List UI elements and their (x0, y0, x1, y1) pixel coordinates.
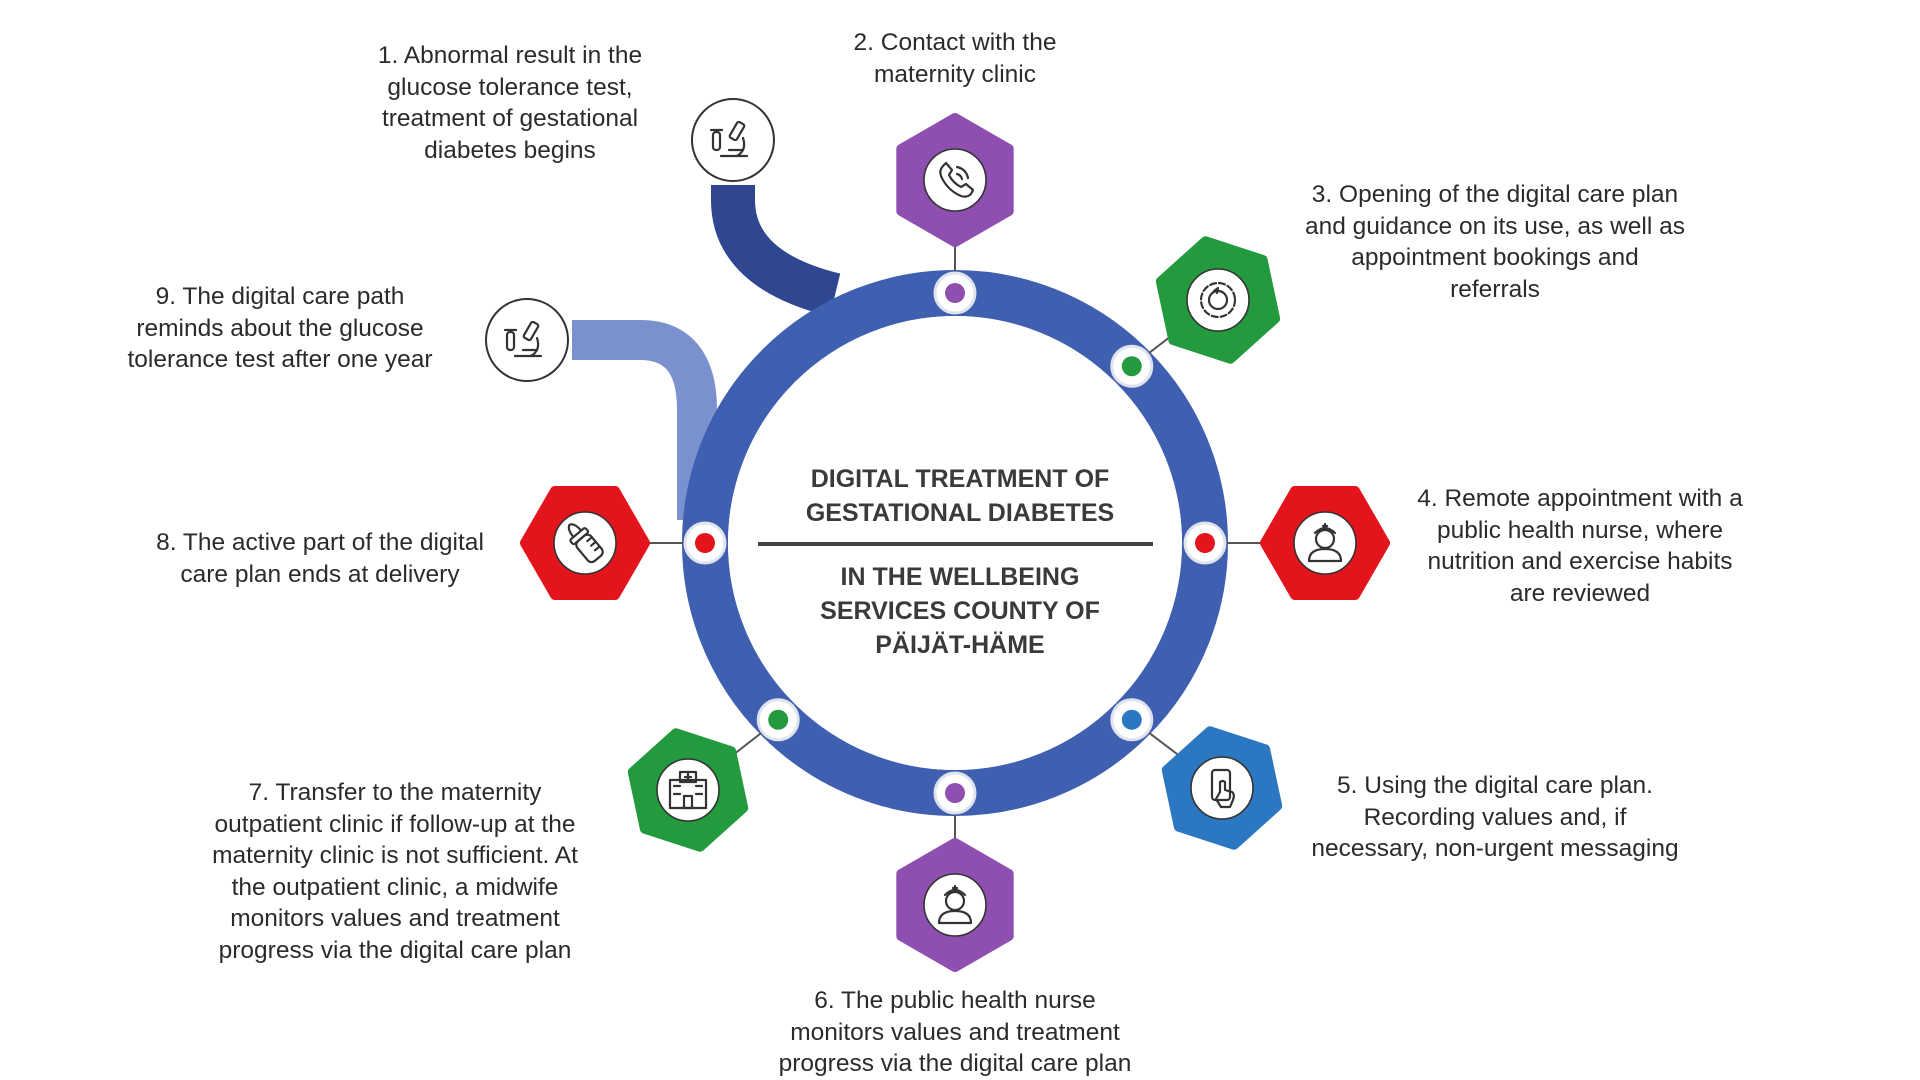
center-subtitle-line: IN THE WELLBEING (840, 563, 1080, 591)
badge-icon-circle-step-3 (1186, 268, 1250, 332)
step-1-line: treatment of gestational (381, 105, 639, 132)
step-1-label: 1. Abnormal result in the glucose tolera… (340, 40, 680, 166)
step-5-line: necessary, non-urgent messaging (1311, 835, 1679, 862)
ring-node-dot-step-8 (695, 533, 715, 553)
ring-node-dot-step-5 (1121, 709, 1142, 730)
step-7-line: maternity clinic is not sufficient. At (212, 842, 578, 869)
nurse-icon (1307, 522, 1343, 563)
entry-arc (711, 185, 841, 317)
step-2-line: 2. Contact with the (853, 29, 1057, 56)
center-subtitle: IN THE WELLBEING SERVICES COUNTY OF PÄIJ… (700, 560, 1220, 662)
step-8-line: 8. The active part of the digital (156, 529, 484, 556)
badge-icon-circle-step-2 (923, 148, 987, 212)
center-title-line: DIGITAL TREATMENT OF (810, 465, 1110, 493)
phone-icon (939, 161, 975, 198)
step-7-line: the outpatient clinic, a midwife (231, 873, 559, 901)
step-5-line: 5. Using the digital care plan. (1337, 772, 1653, 799)
step-1-line: 1. Abnormal result in the (377, 42, 643, 69)
step-6-label: 6. The public health nurse monitors valu… (755, 985, 1155, 1080)
center-subtitle-line: SERVICES COUNTY OF (820, 597, 1100, 625)
step-7-line: outpatient clinic if follow-up at the (214, 810, 576, 838)
badge-icon-circle-step-7 (656, 758, 720, 822)
step-1-line: glucose tolerance test, (387, 73, 633, 101)
step-7-label: 7. Transfer to the maternity outpatient … (190, 777, 600, 966)
nurse-icon (937, 884, 973, 925)
badge-icon-circle-step-5 (1190, 756, 1254, 820)
step-7-line: monitors values and treatment (230, 905, 560, 932)
step-5-line: Recording values and, if (1363, 803, 1627, 831)
ring-node-dot-step-7 (768, 709, 789, 730)
step-3-line: 3. Opening of the digital care plan (1311, 181, 1679, 208)
step-3-line: and guidance on its use, as well as (1305, 212, 1685, 240)
ring-node-dot-step-2 (945, 283, 965, 303)
step-9-label: 9. The digital care path reminds about t… (115, 281, 445, 376)
microscope-icon (503, 320, 543, 358)
step-8-label: 8. The active part of the digital care p… (140, 527, 500, 590)
hospital-icon (668, 770, 708, 810)
step-4-line: are reviewed (1509, 579, 1651, 607)
step-2-line: maternity clinic (873, 60, 1036, 88)
center-divider (758, 542, 1153, 546)
step-6-line: monitors values and treatment (790, 1018, 1120, 1046)
step-9-line: reminds about the glucose (136, 314, 424, 342)
microscope-icon (709, 120, 749, 158)
step-7-line: 7. Transfer to the maternity (248, 779, 542, 806)
step-4-line: nutrition and exercise habits (1427, 548, 1733, 575)
step-5-label: 5. Using the digital care plan. Recordin… (1290, 770, 1700, 865)
step-2-label: 2. Contact with the maternity clinic (800, 27, 1110, 90)
step-9-line: 9. The digital care path (155, 283, 405, 310)
center-title: DIGITAL TREATMENT OF GESTATIONAL DIABETE… (700, 462, 1220, 530)
step-3-line: appointment bookings and (1351, 244, 1639, 271)
baby-bottle-icon (567, 523, 604, 564)
badge-icon-circle-step-6 (923, 873, 987, 937)
step-4-line: public health nurse, where (1436, 516, 1723, 544)
badge-icon-circle-step-8 (553, 511, 617, 575)
ring-node-dot-step-3 (1121, 356, 1142, 377)
center-subtitle-line: PÄIJÄT-HÄME (875, 631, 1045, 659)
return-arc (572, 320, 717, 520)
step-7-line: progress via the digital care plan (218, 936, 572, 964)
center-title-line: GESTATIONAL DIABETES (805, 499, 1115, 527)
step-3-label: 3. Opening of the digital care plan and … (1290, 179, 1700, 305)
step-6-line: progress via the digital care plan (778, 1050, 1132, 1077)
step-1-line: diabetes begins (424, 136, 596, 164)
ring-node-dot-step-6 (945, 783, 965, 803)
smartphone-touch-icon (1210, 768, 1235, 809)
step-6-line: 6. The public health nurse (814, 987, 1096, 1014)
badge-icon-circle-step-4 (1293, 511, 1357, 575)
ring-node-dot-step-4 (1195, 533, 1215, 553)
step-8-line: care plan ends at delivery (180, 560, 460, 588)
gear-cycle-icon (1199, 281, 1237, 319)
step-4-label: 4. Remote appointment with a public heal… (1400, 483, 1760, 609)
step-4-line: 4. Remote appointment with a (1417, 485, 1743, 512)
step-9-line: tolerance test after one year (127, 346, 433, 373)
step-3-line: referrals (1450, 275, 1540, 303)
